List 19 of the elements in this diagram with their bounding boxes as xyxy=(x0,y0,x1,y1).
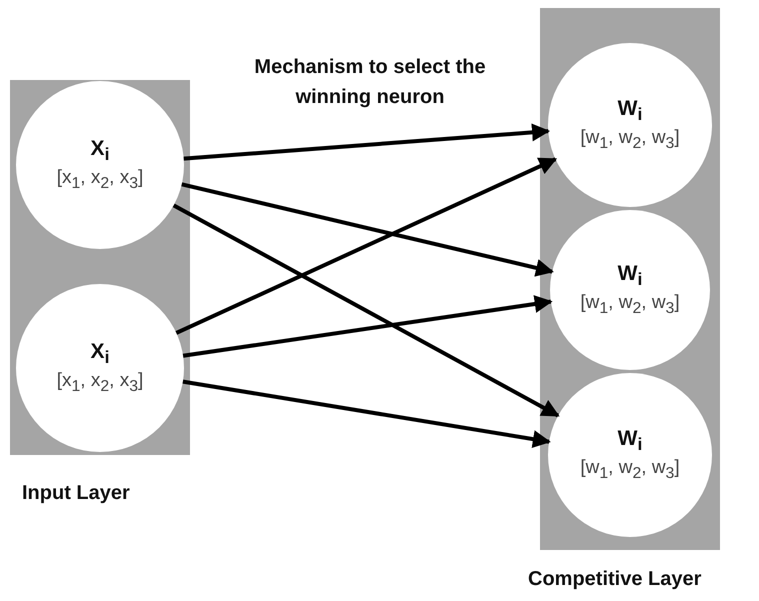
note-text: Mechanism to select the winning neuron xyxy=(253,55,487,110)
arrow xyxy=(182,380,551,448)
weight-vector: [w$_{1}$, w$_{2}$, w$_{3}$] xyxy=(580,457,680,483)
weight-vector: [x$_{1}$, x$_{2}$, x$_{3}$] xyxy=(56,370,144,396)
layer-label: Input Layer xyxy=(22,482,130,505)
neuron-name: X$_{i}$ xyxy=(90,340,110,368)
arrow xyxy=(172,204,560,418)
layer-label: Competitive Layer xyxy=(528,568,702,591)
arrow xyxy=(184,123,550,161)
arrow xyxy=(176,157,558,335)
arrow xyxy=(181,182,554,277)
weight-vector: [w$_{1}$, w$_{2}$, w$_{3}$] xyxy=(580,127,680,153)
arrow xyxy=(182,295,553,358)
neuron-name: X$_{i}$ xyxy=(90,137,110,166)
neuron-name: W$_{i}$ xyxy=(618,427,642,456)
neuron-name: W$_{i}$ xyxy=(618,262,642,290)
weight-vector: [x$_{1}$, x$_{2}$, x$_{3}$] xyxy=(56,167,144,193)
weight-vector: [w$_{1}$, w$_{2}$, w$_{3}$] xyxy=(580,292,680,318)
neuron-name: W$_{i}$ xyxy=(618,97,642,126)
